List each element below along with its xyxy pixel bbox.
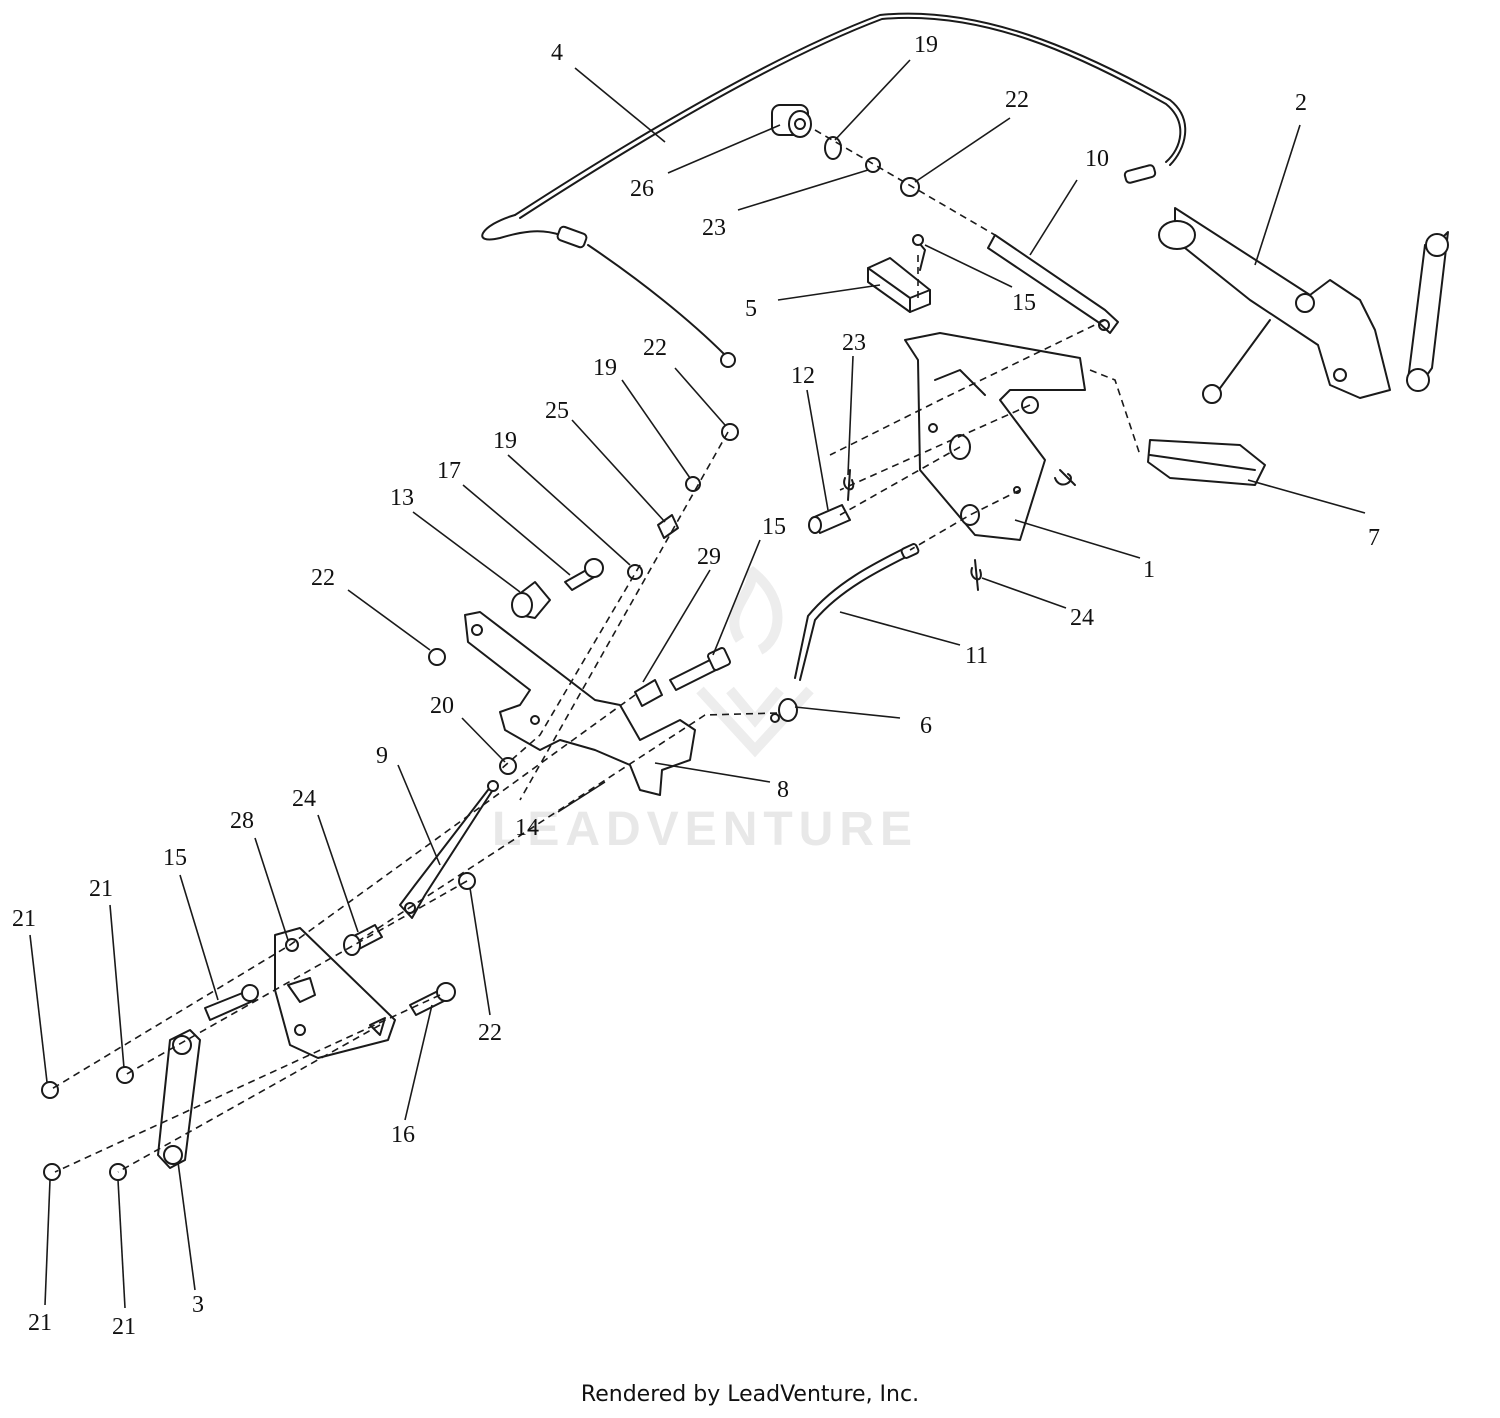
callout-9: 9 xyxy=(376,743,388,769)
callout-21-d: 21 xyxy=(112,1314,136,1340)
callout-13: 13 xyxy=(390,485,414,511)
callout-25: 24 xyxy=(292,786,316,812)
callout-3: 3 xyxy=(192,1292,204,1318)
part-plate-1 xyxy=(904,332,1086,541)
callout-21-c: 21 xyxy=(28,1310,52,1336)
callout-29: 29 xyxy=(697,544,721,570)
callout-27: 26 xyxy=(630,176,654,202)
footer-credit: Rendered by LeadVenture, Inc. xyxy=(580,1382,920,1407)
callout-8: 8 xyxy=(777,777,789,803)
callout-15-left: 15 xyxy=(163,845,187,871)
part-rod-11 xyxy=(794,543,920,681)
callout-15-mid: 15 xyxy=(762,514,786,540)
leader-lines xyxy=(29,59,1366,1309)
callout-4: 4 xyxy=(551,40,563,66)
part-plate-28 xyxy=(274,872,476,1059)
callout-21-a: 21 xyxy=(89,876,113,902)
callout-28: 28 xyxy=(230,808,254,834)
part-bracket-8 xyxy=(464,611,696,796)
callout-5: 5 xyxy=(745,296,757,322)
callout-16: 15 xyxy=(1012,290,1036,316)
part-pad-7 xyxy=(1147,439,1266,486)
callout-1: 1 xyxy=(1143,557,1155,583)
callout-12: 12 xyxy=(791,363,815,389)
callout-19-low: 20 xyxy=(430,693,454,719)
watermark: LEADVENTURE xyxy=(492,566,918,856)
callout-20: 19 xyxy=(914,32,938,58)
callout-2: 2 xyxy=(1295,90,1307,116)
callout-19-top: 19 xyxy=(593,355,617,381)
callout-22-right: 22 xyxy=(478,1020,502,1046)
callout-7: 7 xyxy=(1368,525,1380,551)
part-pin-12 xyxy=(808,469,1076,591)
callout-22-left: 22 xyxy=(311,565,335,591)
callout-26: 25 xyxy=(545,398,569,424)
hardware-13-18-29-15 xyxy=(428,423,739,707)
callout-24-top: 23 xyxy=(842,330,866,356)
callout-6: 6 xyxy=(920,713,932,739)
part-bracket-2 xyxy=(1158,207,1449,404)
part-clamp-27 xyxy=(771,104,812,138)
callout-14: 14 xyxy=(515,815,539,841)
hardware-20-23 xyxy=(824,136,920,197)
part-link-3 xyxy=(41,984,259,1181)
callout-23-lower: 23 xyxy=(702,215,726,241)
part-6 xyxy=(770,698,798,723)
callout-23-top: 22 xyxy=(1005,87,1029,113)
callout-18: 17 xyxy=(437,458,461,484)
callout-22-top: 22 xyxy=(643,335,667,361)
assembly-lines xyxy=(49,129,1141,1173)
part-switch-5 xyxy=(867,234,931,313)
callout-17: 16 xyxy=(391,1122,415,1148)
callout-10: 10 xyxy=(1085,146,1109,172)
part-cable-4 xyxy=(481,12,1187,368)
callout-21-b: 21 xyxy=(12,906,36,932)
watermark-text: LEADVENTURE xyxy=(492,803,918,856)
callout-11: 11 xyxy=(965,643,988,669)
callout-24-lower: 24 xyxy=(1070,605,1094,631)
callout-19-mid: 19 xyxy=(493,428,517,454)
callouts: 4 19 22 10 2 26 23 15 5 22 23 12 19 25 1… xyxy=(12,32,1380,1340)
